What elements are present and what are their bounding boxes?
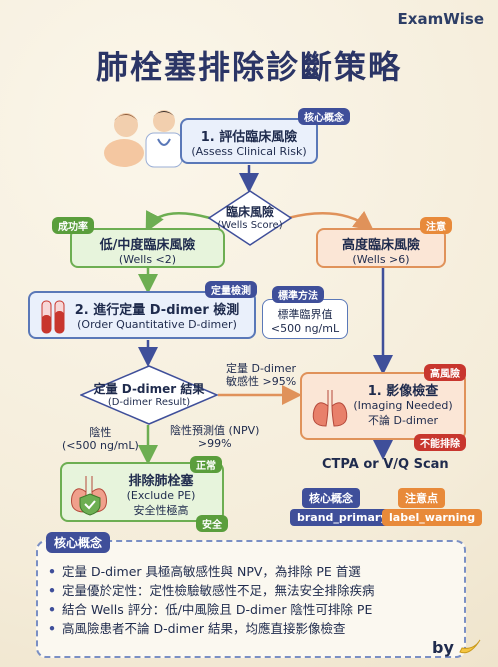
lungs-shield-icon [71,476,107,516]
tag-normal: 正常 [190,456,222,473]
edge-label-negative: 陰性 (<500 ng/mL) [62,426,139,452]
node-high-title: 高度臨床風險 [341,238,420,253]
arrow-wells-to-low [145,210,211,233]
node-low-title: 低/中度臨床風險 [99,238,196,253]
node-standard-line1: 標準臨界值 [277,308,333,321]
tag-quant-test: 定量檢測 [205,281,257,298]
summary-item: 結合 Wells 評分：低/中風險且 D-dimer 陰性可排除 PE [48,600,464,619]
decision-wells-diamond [208,190,292,246]
tag-safe: 安全 [196,515,228,532]
decision-result-text: 定量 D-dimer 結果 (D-dimer Result) [80,380,218,408]
doctor-patient-illustration [104,110,183,168]
edge-label-npv: 陰性預測值 (NPV) >99% [170,424,259,450]
node-standard-line2: <500 ng/mL [270,322,340,335]
edge-npv-line1: 陰性預測值 (NPV) [170,424,260,437]
decision-wells-subtitle: (Wells Score) [217,220,283,231]
summary-item: 定量 D-dimer 具極高敏感性與 NPV，為排除 PE 首選 [48,562,464,581]
tag-high-risk: 高風險 [424,364,466,381]
ctpa-label: CTPA or V/Q Scan [322,457,449,472]
decision-result-diamond [80,365,218,425]
edge-label-positive: 定量 D-dimer 敏感性 >95% [226,362,296,388]
node-imaging-subtitle: (Imaging Needed) [353,399,453,412]
footer-by: by [432,638,454,657]
tag-cannot-exclude: 不能排除 [414,434,466,451]
tag-core-concept: 核心概念 [298,108,350,125]
edge-positive-line2: 敏感性 >95% [226,375,297,388]
node-imaging-note: 不論 D-dimer [368,414,438,427]
summary-heading: 核心概念 [46,532,111,553]
legend-core-tag: 核心概念 [302,488,360,508]
banana-icon [459,639,481,654]
summary-item: 定量優於定性：定性檢驗敏感性不足，無法安全排除疾病 [48,581,464,600]
node-high-subtitle: (Wells >6) [352,253,410,266]
tag-warning: 注意 [420,217,452,234]
edge-negative-line1: 陰性 [89,426,112,439]
node-assess-title: 1. 評估臨床風險 [200,130,298,145]
summary-item: 高風險患者不論 D-dimer 結果，均應直接影像檢查 [48,619,464,638]
decision-result-title: 定量 D-dimer 結果 [93,382,205,396]
tag-success-rate: 成功率 [52,217,94,234]
node-low-risk: 低/中度臨床風險 (Wells <2) [70,228,225,268]
node-imaging: 1. 影像檢查 (Imaging Needed) 不論 D-dimer [300,372,466,440]
node-test-title: 2. 進行定量 D-dimer 檢測 [74,303,240,318]
legend-warning-label: label_warning [382,509,483,526]
decision-result-subtitle: (D-dimer Result) [107,397,191,408]
decision-wells-title: 臨床風險 [225,205,274,219]
arrow-wells-to-high [287,210,374,232]
edge-positive-line1: 定量 D-dimer [226,362,296,375]
node-assess-subtitle: (Assess Clinical Risk) [191,145,307,158]
legend-warning-tag: 注意点 [398,488,445,508]
node-test-subtitle: (Order Quantitative D-dimer) [77,318,237,331]
test-tube-icon [41,300,65,334]
tag-standard-method: 標準方法 [272,286,324,303]
lungs-icon [312,390,348,427]
summary-list: 定量 D-dimer 具極高敏感性與 NPV，為排除 PE 首選 定量優於定性：… [38,542,464,638]
summary-panel: 定量 D-dimer 具極高敏感性與 NPV，為排除 PE 首選 定量優於定性：… [36,540,466,658]
node-assess-risk: 1. 評估臨床風險 (Assess Clinical Risk) [180,118,318,164]
node-high-risk: 高度臨床風險 (Wells >6) [316,228,446,268]
node-ddimer-test: 2. 進行定量 D-dimer 檢測 (Order Quantitative D… [28,291,256,339]
node-imaging-title: 1. 影像檢查 [367,384,439,399]
node-exclude-title: 排除肺栓塞 [128,474,194,489]
legend-core-label: brand_primary [290,509,395,526]
edge-npv-line2: >99% [197,437,232,450]
node-standard-threshold: 標準臨界值 <500 ng/mL [262,299,348,339]
node-exclude-note: 安全性極高 [133,504,189,517]
edge-negative-line2: (<500 ng/mL) [62,439,139,452]
brand-logo: ExamWise [397,10,484,28]
decision-wells-text: 臨床風險 (Wells Score) [208,203,292,231]
page-title: 肺栓塞排除診斷策略 [95,48,402,86]
node-low-subtitle: (Wells <2) [118,253,177,266]
node-exclude-subtitle: (Exclude PE) [126,489,196,502]
